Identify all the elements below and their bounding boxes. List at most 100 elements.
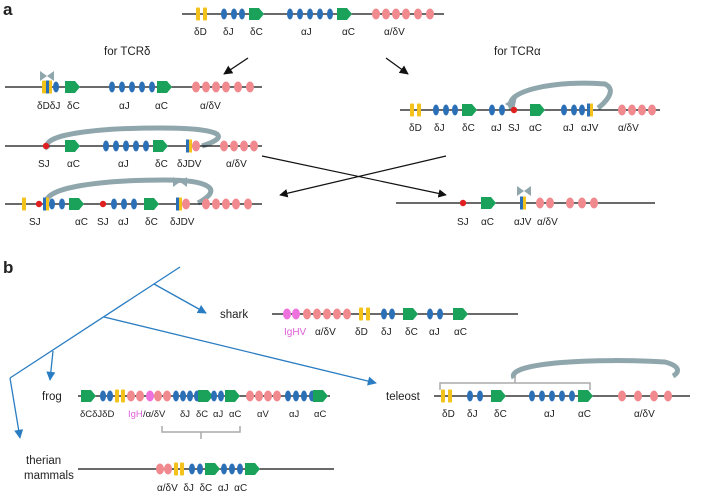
label-dJDV: δJDV bbox=[170, 217, 195, 228]
label-adV: α/δV bbox=[384, 27, 405, 38]
delta-rearrangement-step2: SJ αC αJ δC δJDV α/δV bbox=[5, 125, 262, 170]
label-aC: αC bbox=[229, 409, 241, 420]
rss-dot bbox=[99, 200, 107, 208]
d-segment bbox=[121, 389, 125, 403]
label-aJ: αJ bbox=[544, 409, 555, 420]
label-IgH: IgH bbox=[128, 409, 143, 420]
j-segment bbox=[237, 463, 243, 475]
v-segment bbox=[244, 198, 252, 210]
rss-dot bbox=[459, 199, 467, 207]
therian-locus: therian mammals α/δV δJ δC αJ αC bbox=[24, 455, 334, 494]
v-segment bbox=[333, 308, 341, 320]
v-segment bbox=[414, 8, 422, 20]
joint-segment bbox=[587, 103, 593, 117]
d-segment bbox=[366, 307, 370, 321]
j-segment bbox=[489, 104, 495, 116]
rss-dot bbox=[42, 142, 50, 150]
c-segment bbox=[462, 104, 477, 116]
c-segment bbox=[225, 390, 240, 402]
label-dC: δC bbox=[405, 327, 418, 338]
rss-dot bbox=[35, 200, 43, 208]
j-segment bbox=[129, 81, 135, 93]
v-segment bbox=[402, 8, 410, 20]
c-segment bbox=[65, 81, 80, 93]
excision-loop bbox=[43, 177, 214, 209]
v-segment bbox=[650, 390, 658, 402]
label-adV: α/δV bbox=[315, 327, 336, 338]
arrow-cross-to-left bbox=[279, 155, 447, 198]
j-segment bbox=[317, 8, 323, 20]
d-segment bbox=[359, 307, 363, 321]
j-segment bbox=[211, 390, 217, 402]
v-segment bbox=[246, 81, 254, 93]
duplication-bracket bbox=[161, 426, 241, 439]
ighv-segment bbox=[146, 390, 154, 402]
label-dD: δD bbox=[442, 409, 455, 420]
joint-segment bbox=[520, 196, 526, 210]
v-segment bbox=[323, 308, 331, 320]
v-segment bbox=[426, 8, 434, 20]
v-segment bbox=[255, 390, 263, 402]
v-segment bbox=[127, 390, 135, 402]
alpha-rearrangement-step1: δD δJ δC αJ SJ αC αJ αJV α/δV bbox=[400, 80, 660, 134]
j-segment bbox=[499, 104, 505, 116]
v-segment bbox=[222, 198, 230, 210]
label-aC: αC bbox=[454, 327, 467, 338]
label-aC: αC bbox=[342, 27, 355, 38]
j-segment bbox=[569, 390, 575, 402]
label-slash-adV: /α/δV bbox=[143, 409, 166, 420]
v-segment bbox=[202, 81, 210, 93]
arrow-to-tcr-delta bbox=[223, 57, 249, 75]
v-segment bbox=[163, 390, 171, 402]
label-adV: α/δV bbox=[537, 217, 558, 228]
v-segment bbox=[220, 140, 228, 152]
j-segment bbox=[187, 390, 193, 402]
c-segment bbox=[530, 104, 545, 116]
label-aJ: αJ bbox=[213, 409, 223, 420]
label-aC-2: αC bbox=[314, 409, 326, 420]
j-segment bbox=[293, 390, 299, 402]
excision-loop bbox=[508, 80, 613, 111]
v-segment bbox=[232, 198, 240, 210]
label-dC: δC bbox=[462, 123, 475, 134]
v-segment bbox=[264, 390, 272, 402]
label-SJ: SJ bbox=[508, 123, 520, 134]
species-shark: shark bbox=[220, 309, 248, 321]
label-aC: αC bbox=[578, 409, 591, 420]
v-segment bbox=[192, 81, 200, 93]
v-segment bbox=[618, 104, 626, 116]
title-for-tcr-alpha: for TCRα bbox=[494, 46, 541, 58]
shark-locus: shark IgHV α/δV δD δJ δC αJ αC bbox=[220, 307, 518, 338]
joint-segment bbox=[43, 197, 49, 211]
label-aC: αC bbox=[481, 217, 494, 228]
panel-a-letter: a bbox=[3, 0, 13, 19]
label-SJ: SJ bbox=[457, 217, 469, 228]
j-segment bbox=[197, 463, 203, 475]
v-segment bbox=[212, 198, 220, 210]
j-segment bbox=[221, 463, 227, 475]
label-dC: δC bbox=[250, 27, 263, 38]
v-segment bbox=[234, 81, 242, 93]
j-segment bbox=[180, 390, 186, 402]
label-IgHV: IgHV bbox=[284, 327, 307, 338]
j-segment bbox=[113, 140, 119, 152]
v-segment bbox=[273, 390, 281, 402]
v-segment bbox=[664, 390, 672, 402]
excision-marker-icon bbox=[40, 71, 54, 81]
d-segment bbox=[417, 103, 421, 117]
v-segment bbox=[303, 308, 311, 320]
label-dC: δC bbox=[196, 409, 208, 420]
d-segment bbox=[174, 462, 178, 476]
label-dJ: δJ bbox=[223, 27, 234, 38]
j-segment bbox=[301, 390, 307, 402]
j-segment bbox=[389, 308, 395, 320]
alpha-rearrangement-step2: SJ αC αJV α/δV bbox=[396, 186, 655, 228]
j-segment bbox=[139, 81, 145, 93]
j-segment bbox=[239, 8, 245, 20]
c-segment bbox=[481, 197, 496, 209]
j-segment bbox=[111, 198, 117, 210]
label-SJ-2: SJ bbox=[97, 217, 109, 228]
c-segment bbox=[198, 390, 213, 402]
label-dC: δC bbox=[494, 409, 507, 420]
